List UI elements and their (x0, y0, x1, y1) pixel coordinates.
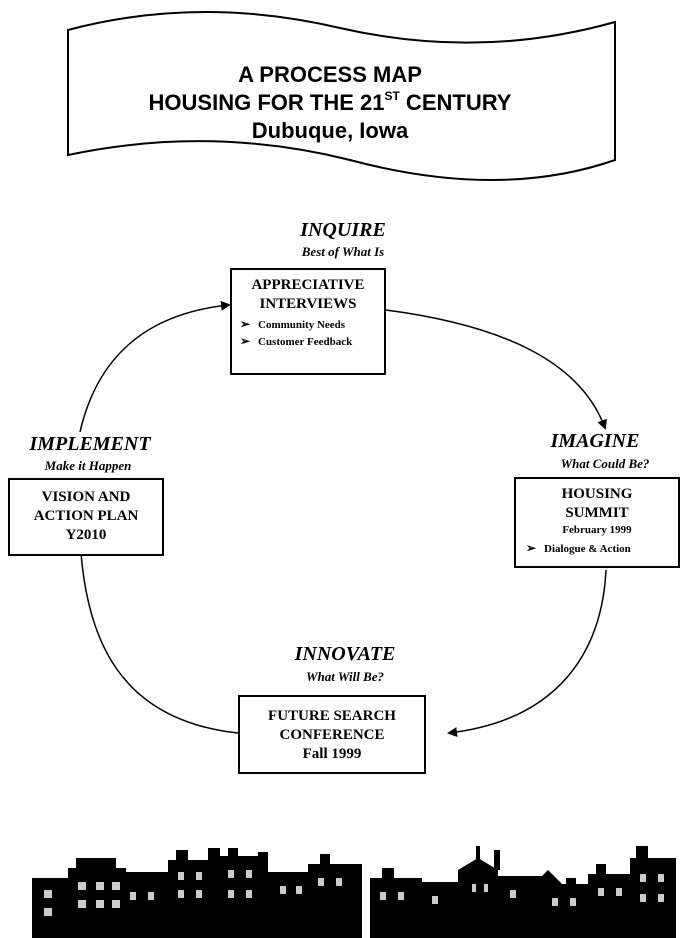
bullet-arrow-icon: ➢ (240, 317, 251, 331)
box-line: FUTURE SEARCH (268, 708, 396, 724)
box-line: INTERVIEWS (259, 296, 357, 312)
bullet-text: Community Needs (258, 319, 346, 331)
list-item: ➢ Customer Feedback (240, 333, 384, 350)
bullet-arrow-icon: ➢ (526, 541, 537, 555)
cycle-arrows (75, 300, 607, 738)
stage-title-implement: IMPLEMENT (29, 433, 151, 455)
banner-title: A PROCESS MAP (238, 62, 422, 87)
stage-subtitle-innovate: What Will Be? (305, 669, 385, 684)
bullet-text: Customer Feedback (258, 336, 353, 348)
list-item: ➢ Community Needs (240, 316, 384, 333)
box-line: SUMMIT (565, 505, 629, 521)
box-housing-summit: HOUSING SUMMIT February 1999 ➢ Dialogue &… (514, 477, 680, 568)
box-future-search-conference: FUTURE SEARCH CONFERENCE Fall 1999 (238, 695, 426, 774)
box-vision-action-plan: VISION AND ACTION PLAN Y2010 (8, 478, 164, 556)
banner-scroll (67, 11, 616, 181)
stage-subtitle-implement: Make it Happen (44, 458, 132, 473)
stage-title-innovate: INNOVATE (294, 643, 396, 665)
box-line: Y2010 (65, 527, 107, 543)
bullet-list: ➢ Community Needs ➢ Customer Feedback (232, 316, 384, 350)
box-line: Fall 1999 (302, 746, 362, 762)
arrow-implement-to-inquire (79, 300, 231, 433)
box-line: ACTION PLAN (33, 508, 139, 524)
stage-title-imagine: IMAGINE (550, 430, 640, 452)
box-line: CONFERENCE (279, 727, 385, 743)
box-line: VISION AND (41, 489, 131, 505)
box-line: HOUSING (561, 486, 633, 502)
box-date: February 1999 (562, 524, 632, 536)
box-appreciative-interviews: APPRECIATIVE INTERVIEWS ➢ Community Needs… (230, 268, 386, 375)
arrow-innovate-to-implement (75, 536, 239, 734)
bullet-text: Dialogue & Action (544, 543, 631, 555)
box-line: APPRECIATIVE (251, 277, 365, 293)
list-item: ➢ Dialogue & Action (526, 540, 678, 557)
bullet-arrow-icon: ➢ (240, 334, 251, 348)
banner-outline (67, 11, 616, 181)
banner-subtitle: HOUSING FOR THE 21ST CENTURY (80, 88, 580, 116)
bullet-list: ➢ Dialogue & Action (516, 540, 678, 557)
stage-subtitle-inquire: Best of What Is (301, 244, 385, 259)
banner-subtitle-sup: ST (384, 88, 400, 103)
stage-title-inquire: INQUIRE (300, 219, 386, 241)
banner-subtitle-main: HOUSING FOR THE 21 (148, 90, 385, 115)
arrow-imagine-to-innovate (447, 569, 607, 738)
banner-subtitle-end: CENTURY (399, 90, 512, 115)
stage-subtitle-imagine: What Could Be? (560, 456, 650, 471)
arrow-inquire-to-imagine (385, 309, 607, 430)
banner-location: Dubuque, Iowa (251, 118, 409, 143)
